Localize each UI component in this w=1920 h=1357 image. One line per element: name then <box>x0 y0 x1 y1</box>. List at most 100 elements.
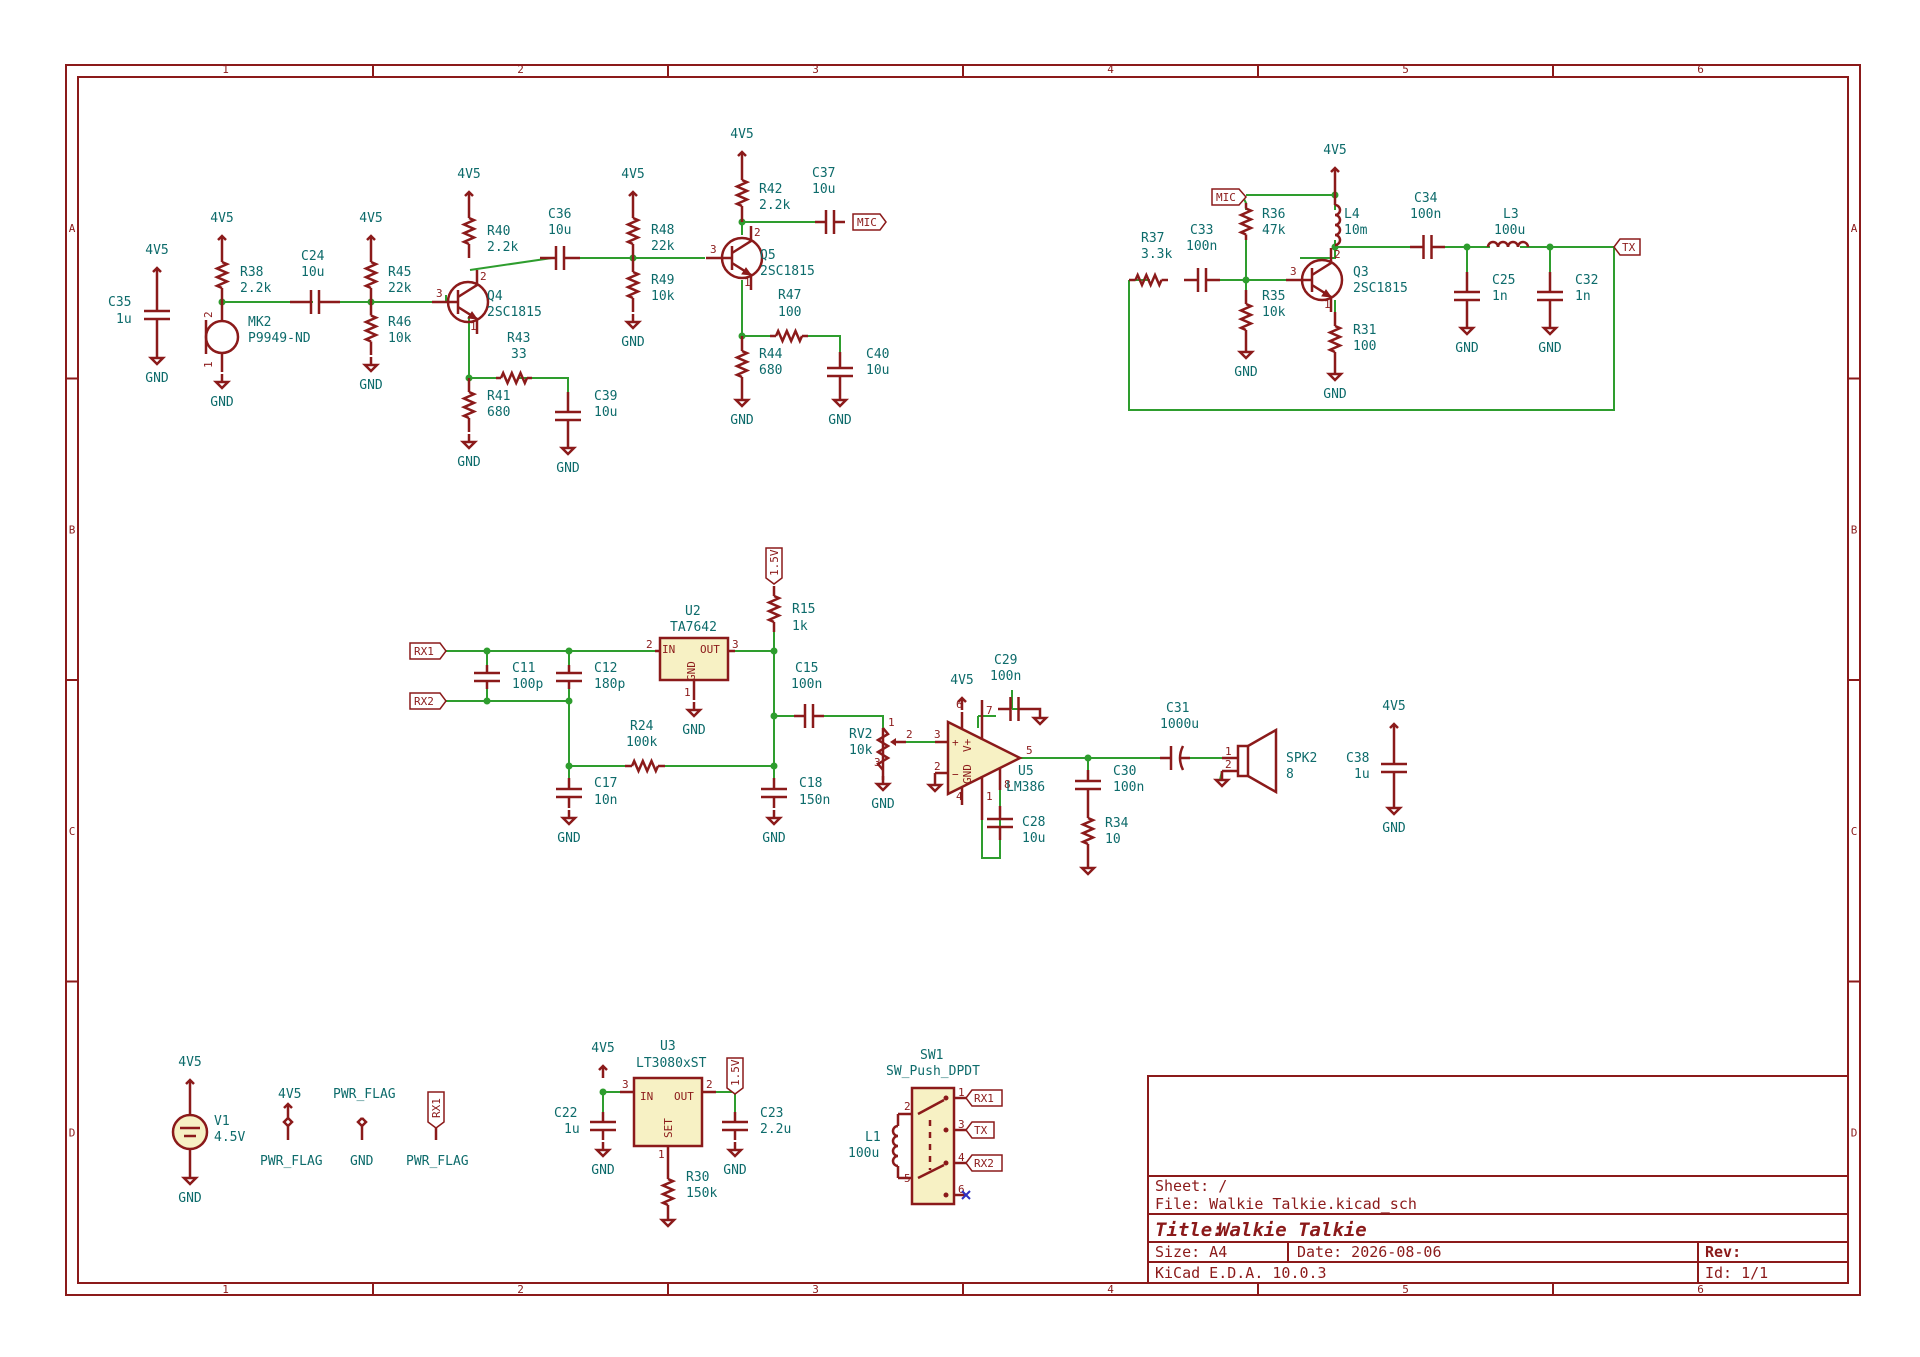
vcc-label: 4V5 <box>359 211 382 226</box>
r24-ref: R24 <box>630 719 654 734</box>
u3-vcc: 4V5 <box>591 1041 615 1078</box>
c36-ref: C36 <box>548 207 571 222</box>
net-label-rx2: RX2 <box>409 692 447 710</box>
vcc-label: 4V5 <box>950 673 973 688</box>
c24-capacitor <box>290 290 340 314</box>
sheet-text: Sheet: / <box>1155 1177 1227 1195</box>
border-col-label: 3 <box>812 1283 819 1296</box>
c17-value: 10n <box>594 793 617 808</box>
r48-resistor <box>624 204 642 258</box>
transistor-collector <box>457 270 479 299</box>
svg-text:1.5V: 1.5V <box>729 1059 742 1086</box>
sw-pin: 6 <box>958 1183 965 1196</box>
transistor-pin: 3 <box>1290 265 1297 278</box>
c40-ref: C40 <box>866 347 889 362</box>
u5-gnd-pin: GND <box>961 764 974 784</box>
transistor-pin: 3 <box>436 287 443 300</box>
r30-value: 150k <box>686 1186 717 1201</box>
c25-capacitor <box>1454 272 1480 320</box>
svg-text:TX: TX <box>974 1124 988 1137</box>
c15-value: 100n <box>791 677 822 692</box>
u3-body <box>632 1076 704 1148</box>
gnd-glyph <box>147 350 167 366</box>
border-col-label: 4 <box>1107 1283 1114 1296</box>
c22-capacitor <box>590 1112 616 1140</box>
r35-gnd: GND <box>1234 344 1258 380</box>
gnd-glyph <box>559 810 579 826</box>
resistor-zigzag <box>362 314 380 343</box>
mk2-gnd: GND <box>210 374 234 410</box>
c23-value: 2.2u <box>760 1122 791 1137</box>
u2-value: TA7642 <box>670 620 717 635</box>
resistor-zigzag <box>659 1177 677 1207</box>
c38-capacitor <box>1381 736 1407 800</box>
r37-resistor <box>1129 271 1168 289</box>
svg-text:RX1: RX1 <box>430 1098 443 1118</box>
r30-resistor <box>659 1170 677 1214</box>
transistor-pin: 1 <box>744 276 751 289</box>
r35-resistor <box>1237 290 1255 344</box>
gnd-label: GND <box>1455 341 1479 356</box>
rv2-ref: RV2 <box>849 727 872 742</box>
gnd-label: GND <box>210 395 234 410</box>
r15-ref: R15 <box>792 602 815 617</box>
u5-pin: 8 <box>1004 778 1011 791</box>
rv2-gnd: GND <box>871 776 895 812</box>
r49-value: 10k <box>651 289 675 304</box>
gnd-glyph <box>1236 344 1256 360</box>
u3-set-pin: SET <box>662 1118 675 1138</box>
transistor-pin: 2 <box>1334 248 1341 261</box>
gnd-glyph <box>1384 800 1404 816</box>
u5-vplus-pin: V+ <box>961 738 974 752</box>
size-text: Size: A4 <box>1155 1243 1227 1261</box>
r38-resistor <box>213 248 231 302</box>
c38-ref: C38 <box>1346 751 1369 766</box>
u5-pin: 6 <box>956 698 963 711</box>
r47-ref: R47 <box>778 288 801 303</box>
gnd-label: GND <box>145 371 169 386</box>
gnd-label: GND <box>1234 365 1258 380</box>
border-col-label: 2 <box>517 1283 524 1296</box>
r40-vcc: 4V5 <box>457 167 481 204</box>
gnd-label: GND <box>178 1191 202 1206</box>
u3-ref: U3 <box>660 1039 676 1054</box>
sw-contact <box>943 1192 949 1198</box>
gnd-label: GND <box>557 831 581 846</box>
sw-pin: 4 <box>958 1151 965 1164</box>
r42-ref: R42 <box>759 182 782 197</box>
q3-transistor: 321 <box>1286 248 1344 312</box>
tool-text: KiCad E.D.A. 10.0.3 <box>1155 1264 1327 1282</box>
sw-pin: 5 <box>904 1172 911 1185</box>
resistor-zigzag <box>765 594 783 624</box>
gnd-glyph <box>459 434 479 450</box>
r46-ref: R46 <box>388 315 411 330</box>
c39-ref: C39 <box>594 389 617 404</box>
gnd-glyph <box>1540 320 1560 336</box>
component-labels: C35 1u R38 2.2k MK2 P9949-ND C24 10u R45… <box>108 166 1598 1201</box>
u5-value: LM386 <box>1006 780 1045 795</box>
border-col-label: 5 <box>1402 63 1409 76</box>
net-label-sw-tx: TX <box>965 1121 995 1139</box>
net-label-1v5-ldo: 1.5V <box>726 1057 744 1095</box>
c17-gnd: GND <box>557 810 581 846</box>
gnd-glyph <box>1212 771 1232 788</box>
c15-capacitor <box>794 704 824 728</box>
c39-capacitor <box>555 392 581 440</box>
r48-value: 22k <box>651 239 675 254</box>
vcc-label: 4V5 <box>210 211 233 226</box>
l3-value: 100u <box>1494 223 1525 238</box>
c35-gnd: GND <box>145 350 169 386</box>
c40-value: 10u <box>866 363 889 378</box>
border-row-label: D <box>69 1126 76 1139</box>
c37-value: 10u <box>812 182 835 197</box>
gnd-glyph <box>684 702 704 718</box>
gnd-label: GND <box>1538 341 1562 356</box>
gnd-glyph <box>212 374 232 390</box>
r24-resistor <box>625 757 665 775</box>
r45-resistor <box>362 248 380 302</box>
c34-ref: C34 <box>1414 191 1438 206</box>
file-text: File: Walkie Talkie.kicad_sch <box>1155 1195 1417 1213</box>
